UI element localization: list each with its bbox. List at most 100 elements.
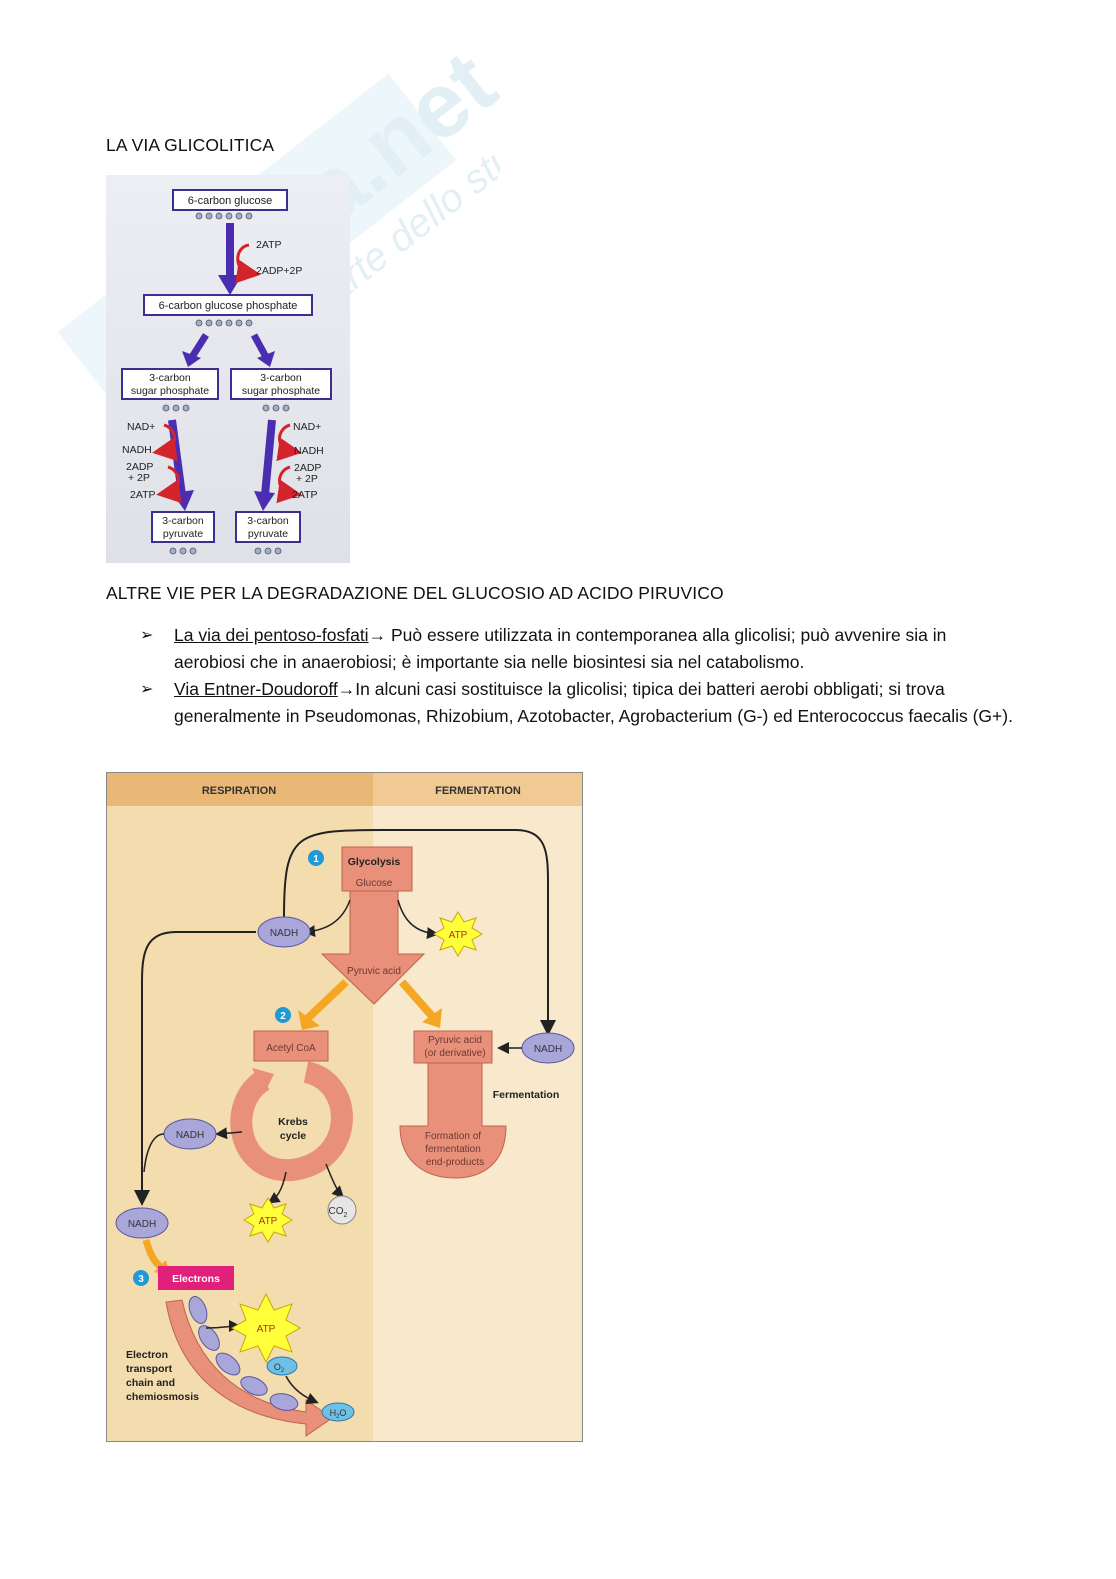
split-arrowhead-left [182,351,201,367]
o2-to-h2o-arrow [285,1375,319,1404]
respiration-header: RESPIRATION [202,785,276,797]
krebs-arrowhead [252,1068,274,1094]
right-nadh-label: NADH [294,445,324,457]
pathway-arrow: → [337,679,356,699]
glucose-box [172,189,288,211]
glycolysis-to-nadh-arrow [303,899,351,938]
glucose-label: 6-carbon glucose [188,195,272,207]
h2o-node [321,1402,355,1422]
right-atp-arrow [276,465,302,504]
carbon-chain-3-right [262,404,290,412]
o2-label: O2 [274,1362,285,1374]
etc-label-line1: Electron [126,1349,168,1361]
co2-node [327,1195,357,1225]
formation-line2: fermentation [425,1144,481,1155]
sugar-phosphate-left-line1: 3-carbon [149,372,191,384]
split-arrow-left [189,333,209,359]
acetyl-coa-label: Acetyl CoA [266,1043,316,1054]
h2o-label: H2O [330,1408,347,1420]
right-nad-arrow [276,423,302,462]
branch-arrow-right [399,979,435,1019]
atp-consumption-arrow [235,243,261,284]
pathway-list: ➢ La via dei pentoso-fosfati→ Può essere… [140,622,1020,730]
nadh-loop-left [134,931,256,1206]
o2-node [266,1356,298,1376]
sugar-phosphate-left-line2: sugar phosphate [131,385,209,397]
electron-carriers [188,1296,299,1411]
fermentation-header-bar [373,772,583,806]
pathway-arrow: → [368,625,387,645]
sugar-phosphate-box-right [230,368,332,400]
right-lower-arrowhead [254,491,275,511]
carbon-chain-3-pyr-right [254,547,282,555]
fermentation-header: FERMENTATION [435,785,521,797]
etc-label-line3: chain and [126,1377,175,1389]
glycolysis-diagram: 6-carbon glucose 2ATP 2ADP+2P 6-carbon g… [106,175,350,563]
krebs-to-atp-arrow [267,1171,287,1204]
etc-label-line2: transport [126,1363,173,1375]
atp-label-etc: ATP [257,1324,276,1335]
bullet-arrowhead-icon: ➢ [140,627,154,644]
nadh-node-etc [115,1207,169,1239]
left-nad-arrow [152,423,178,462]
sugar-phosphate-right-line2: sugar phosphate [242,385,320,397]
pyruvate-right-line1: 3-carbon [247,515,289,527]
pyruvate-right-line2: pyruvate [248,528,288,540]
pyruvic-derivative-box [413,1030,493,1064]
carbon-chain-6b [195,319,253,327]
right-adp-line1: 2ADP [294,462,321,474]
branch-arrow-left [305,979,349,1021]
carbon-chain-3-left [162,404,190,412]
etc-label-line4: chemiosmosis [126,1391,199,1403]
left-atp-label: 2ATP [130,489,155,501]
glycolysis-label: Glycolysis [348,856,401,868]
acetyl-coa-box [253,1030,329,1062]
nadh-krebs-link [143,1133,165,1173]
glucose-label: Glucose [356,878,393,889]
step-3-badge [133,1270,149,1286]
right-lower-arrow [261,419,276,496]
krebs-to-co2-arrow [325,1163,345,1199]
nadh-label-fermentation: NADH [534,1044,562,1055]
pathway-description: In alcuni casi sostituisce la glicolisi;… [174,679,1013,726]
respiration-fermentation-diagram: RESPIRATION FERMENTATION 1 Glycolysis Gl… [106,772,583,1442]
split-arrowhead-right [257,351,275,367]
list-item: ➢ Via Entner-Doudoroff→In alcuni casi so… [140,676,1020,730]
krebs-cycle-ring [230,1061,353,1182]
carbon-chain-6 [195,212,253,220]
formation-line1: Formation of [425,1131,481,1142]
step-1-badge [308,850,324,866]
left-adp-line1: 2ADP [126,461,153,473]
glycolysis-box [341,846,413,892]
pyruvate-box-left [151,511,215,543]
pyruvic-derivative-line1: Pyruvic acid [428,1035,482,1046]
atp-label-glycolysis: ATP [449,930,468,941]
nadh-label-glycolysis: NADH [270,928,298,939]
left-adp-line2: + 2P [128,472,150,484]
nadh-node-glycolysis [257,916,311,948]
pyruvic-derivative-line2: (or derivative) [424,1048,485,1059]
krebs-label-line1: Krebs [278,1116,308,1128]
electrons-box [158,1266,234,1290]
co2-label: CO2 [329,1206,348,1219]
pyruvate-left-line1: 3-carbon [162,515,204,527]
sugar-phosphate-box-left [121,368,219,400]
left-nadh-label: NADH [122,444,152,456]
right-atp-label: 2ATP [292,489,317,501]
krebs-to-nadh-arrow [215,1127,243,1140]
list-item: ➢ La via dei pentoso-fosfati→ Può essere… [140,622,1020,676]
atp-burst-etc [230,1292,302,1364]
atp-label-krebs: ATP [259,1216,278,1227]
respiration-header-bar [106,772,373,806]
nadh-label-krebs: NADH [176,1130,204,1141]
pyruvic-acid-label: Pyruvic acid [347,966,401,977]
step-2-label: 2 [280,1011,286,1022]
pathway-term: La via dei pentoso-fosfati [174,625,369,645]
formation-line3: end-products [426,1157,484,1168]
atp-burst-krebs [243,1197,293,1243]
heading-via-glicolitica: LA VIA GLICOLITICA [106,135,275,155]
left-atp-arrow [156,465,182,504]
nadh-loop-right [283,829,556,1036]
pyruvate-left-line2: pyruvate [163,528,203,540]
carbon-chain-3-pyr-left [169,547,197,555]
